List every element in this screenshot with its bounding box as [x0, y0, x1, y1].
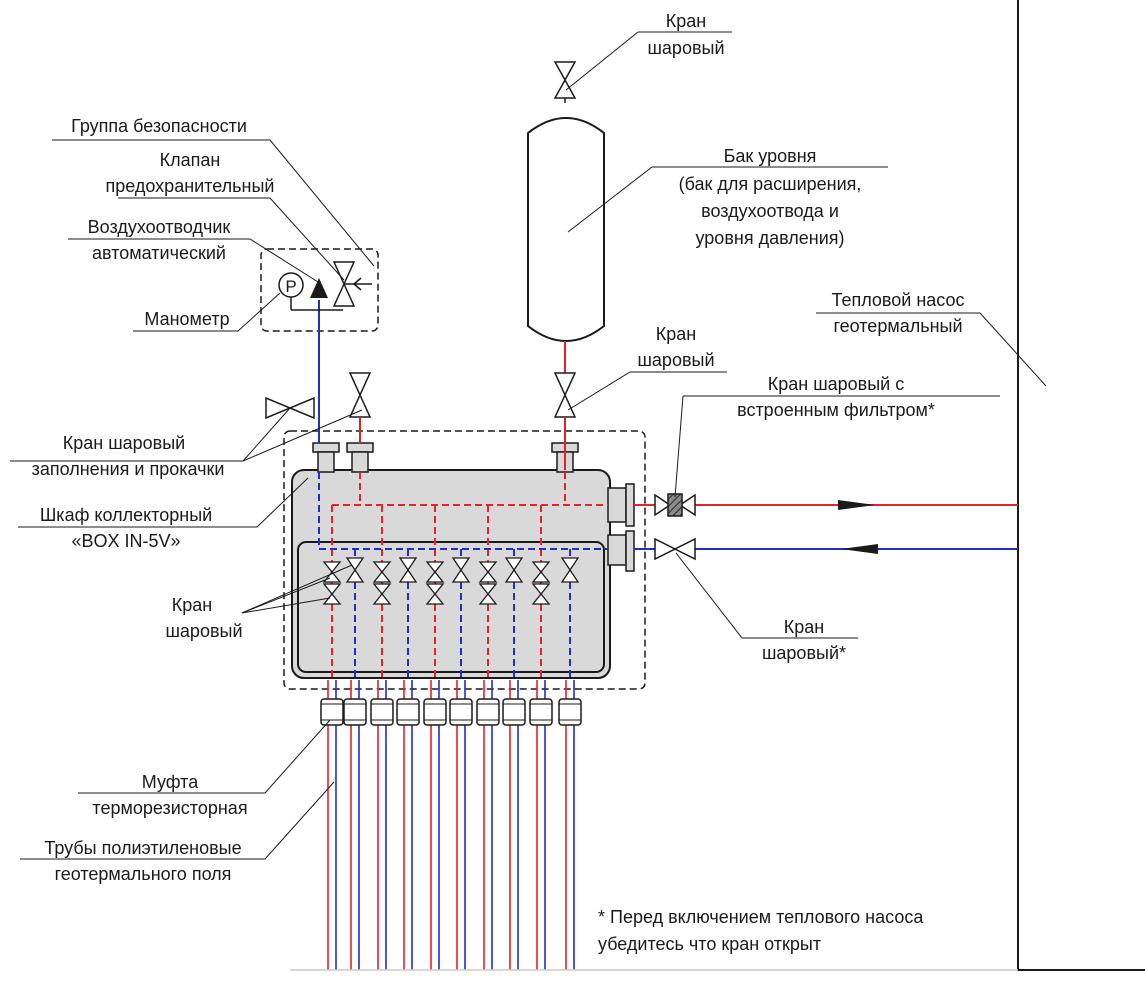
- loop-valve: [425, 561, 445, 574]
- loop-valve: [398, 568, 418, 583]
- air-vent-symbol: [310, 278, 328, 298]
- loop-valve: [425, 570, 445, 583]
- label-return-valve-1: Кран: [784, 617, 824, 637]
- label-ball-valve-top-2: шаровый: [647, 38, 724, 58]
- return-flow-arrow: [841, 544, 878, 554]
- loop-valve: [504, 568, 524, 583]
- thermo-coupling: [370, 698, 394, 726]
- note-line-2: убедитесь что кран открыт: [598, 934, 821, 954]
- thermo-coupling: [396, 698, 420, 726]
- leader-lines: [10, 31, 1047, 860]
- label-level-tank-4: уровня давления): [696, 228, 845, 248]
- loop-valve: [372, 592, 392, 605]
- label-pipes-2: геотермального поля: [55, 864, 232, 884]
- loop-valve: [398, 557, 418, 572]
- label-manometer: Манометр: [144, 309, 229, 329]
- thermo-coupling: [320, 698, 344, 726]
- thermo-coupling: [558, 698, 582, 726]
- loop-valve: [531, 561, 551, 574]
- label-cabinet-1: Шкаф коллекторный: [40, 505, 212, 525]
- label-filter-valve-2: встроенным фильтром*: [737, 400, 935, 420]
- label-filter-valve-1: Кран шаровый с: [768, 374, 904, 394]
- label-pipes-1: Трубы полиэтиленовые: [44, 838, 241, 858]
- supply-flow-arrow: [838, 500, 875, 510]
- loop-valve: [322, 570, 342, 583]
- top-nozzles: [312, 442, 579, 473]
- supply-pipes-internal: [331, 472, 608, 680]
- label-return-valve-2: шаровый*: [762, 643, 846, 663]
- label-safety-group: Группа безопасности: [71, 116, 247, 136]
- loop-valve: [531, 583, 551, 596]
- manometer-symbol: P: [278, 272, 343, 311]
- relief-valve-symbol: [332, 261, 372, 307]
- loop-valve: [478, 570, 498, 583]
- labels: Кран шаровый Группа безопасности Клапан …: [32, 11, 965, 954]
- label-relief-valve-1: Клапан: [160, 150, 221, 170]
- label-air-vent-2: автоматический: [92, 243, 226, 263]
- filter-valve-symbol: [654, 493, 696, 517]
- loop-valve: [451, 557, 471, 572]
- loop-valve: [322, 583, 342, 596]
- thermo-coupling: [449, 698, 473, 726]
- loop-valve: [478, 561, 498, 574]
- label-level-tank-3: воздухоотвода и: [701, 201, 839, 221]
- loop-valve: [425, 583, 445, 596]
- label-heat-pump-1: Тепловой насос: [831, 290, 964, 310]
- loop-valve: [478, 592, 498, 605]
- label-collector-valve-2: шаровый: [165, 621, 242, 641]
- thermo-coupling: [343, 698, 367, 726]
- loop-valve: [560, 557, 580, 572]
- loop-valve: [478, 583, 498, 596]
- collector-inner-panel: [297, 541, 605, 673]
- note-line-1: * Перед включением теплового насоса: [598, 907, 924, 927]
- right-flanges: [607, 483, 635, 572]
- label-fill-valve-2: заполнения и прокачки: [32, 459, 225, 479]
- loop-valve: [560, 568, 580, 583]
- thermo-couplings: [320, 698, 582, 726]
- loop-valve: [322, 561, 342, 574]
- ball-valves-vertical: [348, 61, 577, 418]
- return-ball-valve-symbol: [654, 537, 696, 561]
- loop-valve: [372, 583, 392, 596]
- label-ball-valve-mid-1: Кран: [656, 324, 696, 344]
- label-ball-valve-mid-2: шаровый: [637, 350, 714, 370]
- label-heat-pump-2: геотермальный: [833, 316, 962, 336]
- label-relief-valve-2: предохранительный: [106, 176, 275, 196]
- thermo-coupling: [423, 698, 447, 726]
- loop-valve: [504, 557, 524, 572]
- loop-valve: [345, 568, 365, 583]
- label-coupling-2: терморезисторная: [92, 798, 247, 818]
- thermo-coupling: [476, 698, 500, 726]
- label-collector-valve-1: Кран: [172, 595, 212, 615]
- label-coupling-1: Муфта: [142, 772, 199, 792]
- loop-valve: [345, 557, 365, 572]
- manometer-letter: P: [285, 277, 296, 296]
- label-level-tank-2: (бак для расширения,: [679, 174, 862, 194]
- loop-valve: [322, 592, 342, 605]
- fill-valve-symbol: [265, 396, 315, 420]
- thermo-coupling: [502, 698, 526, 726]
- loop-valve: [372, 570, 392, 583]
- return-pipes-internal: [318, 472, 608, 680]
- loop-valve: [372, 561, 392, 574]
- collector-loop-valves: [322, 557, 580, 605]
- field-pipes: [327, 680, 575, 970]
- label-ball-valve-top-1: Кран: [666, 11, 706, 31]
- label-cabinet-2: «BOX IN-5V»: [71, 531, 180, 551]
- label-fill-valve-1: Кран шаровый: [63, 433, 185, 453]
- loop-valve: [531, 592, 551, 605]
- level-tank: [527, 117, 605, 342]
- loop-valve: [425, 592, 445, 605]
- thermo-coupling: [529, 698, 553, 726]
- label-level-tank-1: Бак уровня: [724, 146, 817, 166]
- heat-pump-box: [1017, 0, 1145, 971]
- label-air-vent-1: Воздухоотводчик: [88, 217, 231, 237]
- loop-valve: [451, 568, 471, 583]
- loop-valve: [531, 570, 551, 583]
